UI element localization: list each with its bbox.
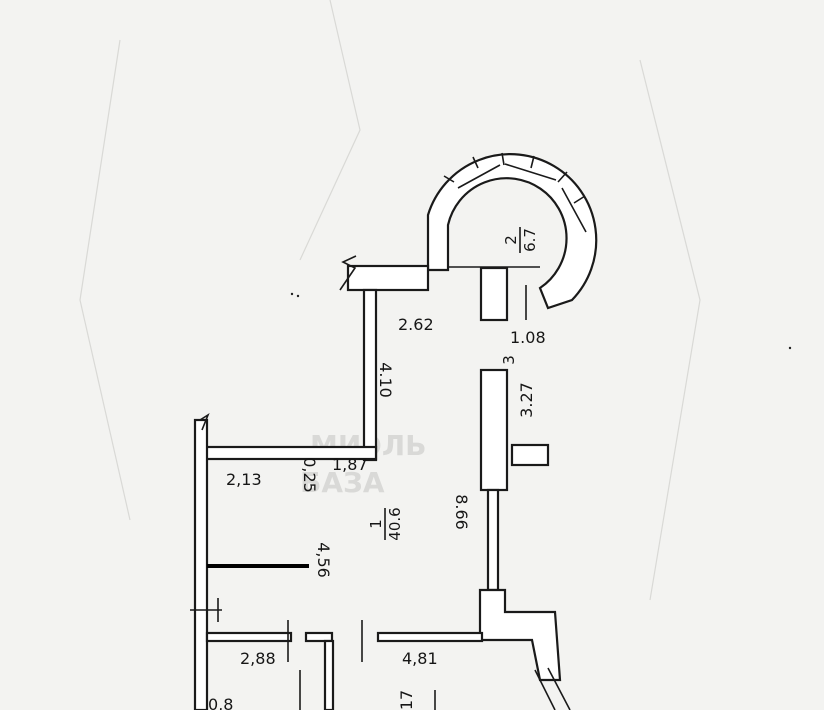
room-label-3: 3 [500, 355, 518, 365]
dimension-label: 0,25 [300, 457, 319, 493]
dimension-label: 2,13 [226, 470, 262, 489]
bay-room-walls [426, 152, 598, 310]
wall-break-mark [339, 255, 357, 291]
room-number: 2 [502, 235, 520, 245]
wall-lower-right [478, 588, 562, 682]
wall-left [193, 418, 209, 710]
speck [290, 292, 294, 296]
dimension-label: 2.62 [398, 315, 434, 334]
speck [788, 346, 792, 350]
dimension-label: 4.10 [376, 362, 395, 398]
dimension-label: 4,56 [314, 542, 333, 578]
room-area: 40.6 [386, 507, 404, 540]
wall-lower-partition [323, 639, 335, 710]
speck [296, 294, 300, 298]
dimension-label: 2,88 [240, 649, 276, 668]
watermark-line2: БАЗА [300, 466, 385, 499]
room-number: 1 [367, 519, 385, 529]
wall-lower-2 [304, 631, 334, 643]
room-label-1: 1 40.6 [367, 507, 404, 540]
dimension-label: 0,8 [208, 695, 233, 710]
window-lower-right [534, 667, 571, 710]
wall-right [486, 488, 500, 592]
wardrobe-block-top [479, 266, 509, 322]
wall-right-stub [510, 443, 550, 467]
wall-break-mark [199, 413, 210, 431]
wall-corridor-left [362, 288, 378, 462]
partition-bold [207, 564, 309, 568]
paper-crease [639, 59, 701, 601]
dimension-label: 4,81 [402, 649, 438, 668]
wall-upper [346, 264, 430, 292]
dimension-label: 8.66 [452, 494, 471, 530]
paper-crease [79, 39, 131, 521]
room-label-2: 2 6.7 [502, 227, 539, 253]
dimension-label: 17 [397, 690, 416, 710]
dimension-label: 1.08 [510, 328, 546, 347]
room-area: 6.7 [521, 228, 539, 252]
wardrobe-block-mid [479, 368, 509, 492]
dimension-label: 3.27 [517, 382, 536, 418]
wall-lower-1 [205, 631, 293, 643]
paper-crease [299, 0, 361, 261]
wall-lower-3 [376, 631, 484, 643]
dimension-label: 1,87 [332, 455, 368, 474]
